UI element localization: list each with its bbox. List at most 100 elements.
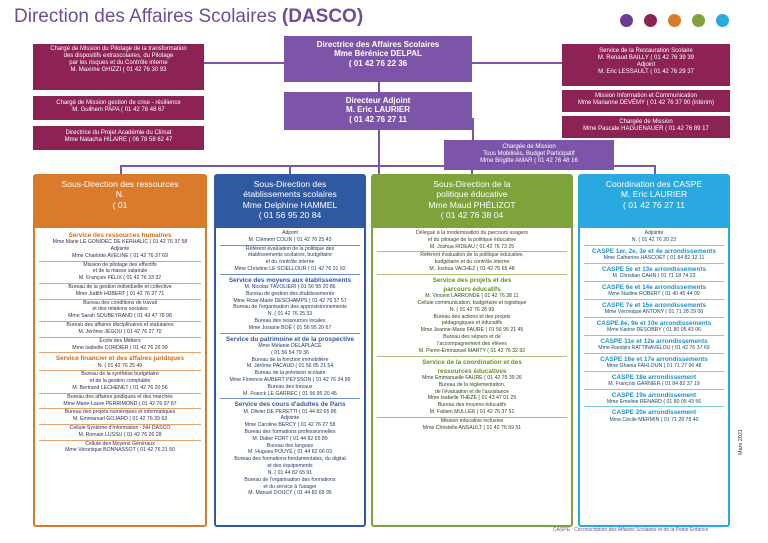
divider [39, 392, 201, 394]
section-title: Service des cours d'adultes de Paris [234, 401, 346, 409]
divider [377, 251, 567, 253]
org-entry: Délégué à la modernisation du parcours u… [416, 230, 528, 236]
org-entry: Bureau des formations fondamentales, du … [234, 456, 346, 463]
org-entry: Cellule Système d'Information - NH DASCO [69, 425, 171, 432]
org-entry: et des relations sociales [92, 306, 148, 313]
connector-director [378, 82, 380, 92]
section-title: CASPE 7e et 15e arrondissements [601, 301, 707, 309]
org-entry: N. ( 01 42 76 25 49 [97, 362, 143, 369]
org-entry: M. Didier FORT ( 01 44 82 65 89 [252, 435, 328, 442]
org-entry: M. François GARNIER ( 01 84 82 37 19 [608, 380, 700, 387]
column-body: Délégué à la modernisation du parcours u… [373, 228, 571, 433]
org-entry: Cellule des Moyens Généraux [85, 440, 155, 447]
org-entry: Mme Emmanuelle FAURE ( 01 42 76 39 26 [422, 374, 522, 381]
director-title: Directrice des Affaires Scolaires [316, 40, 440, 49]
org-entry: Mme Karine DESOBRY ( 01 80 05 43 06 [607, 326, 701, 333]
org-entry: Bureau des conditions de travail [83, 299, 157, 306]
center-mission-box: Chargée de Mission Tous Mobilisés, Budge… [444, 140, 614, 170]
column-header: Sous-Direction des établissements scolai… [216, 176, 364, 228]
divider [220, 244, 360, 246]
column-header: Sous-Direction de la politique éducative… [373, 176, 571, 228]
footnote: CASPE : Circonscription des Affaires Sco… [553, 527, 709, 533]
section-title: CASPE 16e et 17e arrondissements [600, 355, 708, 363]
org-entry: M. Manuel DOUCY ( 01 44 82 65 95 [248, 490, 332, 497]
org-entry: Bureau des travaux [267, 383, 313, 390]
org-entry: et des équipements [267, 463, 313, 470]
column-caspe: Coordination des CASPE M. Eric LAURIER (… [578, 174, 730, 527]
divider [377, 416, 567, 418]
divider [584, 370, 724, 372]
org-entry: de l'évaluation et de l'assistance [434, 388, 510, 395]
right-mission-box: Chargée de Mission Mme Pascale HAGUENAUE… [562, 116, 730, 138]
org-entry: budgétaire et du contrôle interne [434, 259, 510, 266]
divider [220, 273, 360, 275]
org-entry: N. ( 01 44 82 65 91 [267, 469, 313, 476]
org-entry: Adjointe [280, 415, 300, 422]
org-entry: Mme Jeanne-Marie FAURE ( 01 56 95 21 45 [420, 327, 524, 334]
section-title: Service des ressources humaines [68, 232, 172, 239]
org-entry: Bureau des affaires disciplinaires et st… [66, 322, 174, 329]
section-title: CASPE 8e, 9e et 10e arrondissements [596, 319, 712, 327]
column-header: Coordination des CASPE M. Eric LAURIER (… [580, 176, 728, 228]
org-entry: Bureau de l'organisation des formations [244, 476, 336, 483]
org-entry: Bureau des ressources locales [254, 318, 326, 325]
org-entry: Bureau de la fonction immobilière [251, 356, 329, 363]
left-mission-box: Chargé de Mission gestion de crise - rés… [33, 96, 204, 120]
section-title: CASPE 19e arrondissement [611, 391, 697, 399]
org-entry: et du contrôle interne [265, 259, 315, 266]
right-mission-box: Mission Information et Communication Mme… [562, 90, 730, 112]
org-entry: et du pilotage de la politique éducative [427, 236, 517, 243]
org-entry: Adjointe [110, 245, 130, 252]
section-title: CASPE 5e et 13e arrondissements [601, 265, 707, 273]
org-entry: Bureau des formations professionnelles [244, 429, 336, 436]
org-entry: ( 01 56 54 79 36 [271, 349, 309, 356]
section-title: CASPE 20e arrondissement [611, 409, 697, 417]
org-entry: Mme Marie LE GONIDEC DE KERHALIC ( 01 42… [52, 239, 188, 246]
connector-hbar [120, 165, 656, 167]
section-title: CASPE 6e et 14e arrondissements [601, 283, 707, 291]
divider [584, 352, 724, 354]
org-entry: et de la masse salariale [92, 268, 148, 275]
left-mission-box: Directrice du Projet Académie du Climat … [33, 126, 204, 150]
org-entry: Bureau des séjours et de [443, 334, 501, 341]
org-entry: Bureau de la gestion individuelle et col… [68, 284, 172, 291]
divider [584, 406, 724, 408]
left-mission-box: Chargé de Mission du Pilotage de la tran… [33, 44, 204, 90]
deputy-box: Directeur Adjoint M. Eric LAURIER ( 01 4… [284, 92, 472, 130]
org-entry: Mission éducative inclusive [440, 417, 504, 424]
page-title: Direction des Affaires Scolaires (DASCO) [14, 6, 364, 27]
section-title: Service du patrimoine et de la prospecti… [225, 335, 355, 343]
brand-dot [620, 14, 633, 27]
section-title: CASPE 18e arrondissement [611, 373, 697, 381]
director-name: Mme Bérénice DELPAL [334, 49, 422, 59]
org-entry: Mme Josiane BOÉ ( 01 56 95 20 67 [248, 324, 332, 331]
brand-dot [668, 14, 681, 27]
org-entry: Bureau de la synthèse budgétaire [81, 371, 159, 378]
org-entry: Mme Randjini RATTINAVELOU ( 01 42 76 37 … [598, 344, 710, 351]
right-mission-box: Service de la Restauration Scolaire M. R… [562, 44, 730, 86]
org-entry: et du service à l'usager [263, 483, 317, 490]
org-entry: Mme Christelle ANSAULT ( 01 42 76 59 51 [422, 424, 522, 431]
org-entry: Cellule communication, budgétaire et log… [417, 300, 527, 307]
divider [39, 336, 201, 338]
connector-left-missions [204, 62, 284, 64]
brand-dot [644, 14, 657, 27]
section-title: parcours éducatifs [443, 286, 501, 294]
org-entry: Mme Nadine ROBERT ( 01 40 45 44 09 [608, 290, 700, 297]
org-entry: et de la gestion comptable [89, 378, 151, 385]
org-entry: Mme Isabelle THÈZE ( 01 43 47 01 25 [427, 395, 517, 402]
org-entry: Mme Sarah SOUBEYRAND ( 01 43 47 76 98 [68, 313, 172, 320]
connector-col1 [120, 165, 122, 174]
org-entry: M. Franck LE GARREC ( 01 56 95 20 45 [243, 390, 337, 397]
divider [39, 283, 201, 285]
column-politique-educative: Sous-Direction de la politique éducative… [371, 174, 573, 527]
director-phone: 01 42 76 22 36 [353, 58, 408, 68]
org-entry: Bureau de l'organisation des approvision… [233, 304, 347, 311]
org-entry: établissements scolaires, budgétaire [248, 252, 332, 259]
org-entry: Mme Isabelle CORDIER ( 01 42 76 26 99 [72, 344, 168, 351]
org-entry: Bureau de la prévision scolaire [254, 370, 326, 377]
divider [377, 355, 567, 357]
date-label: Mars 2021 [738, 429, 744, 455]
connector-center-mission [472, 118, 474, 140]
